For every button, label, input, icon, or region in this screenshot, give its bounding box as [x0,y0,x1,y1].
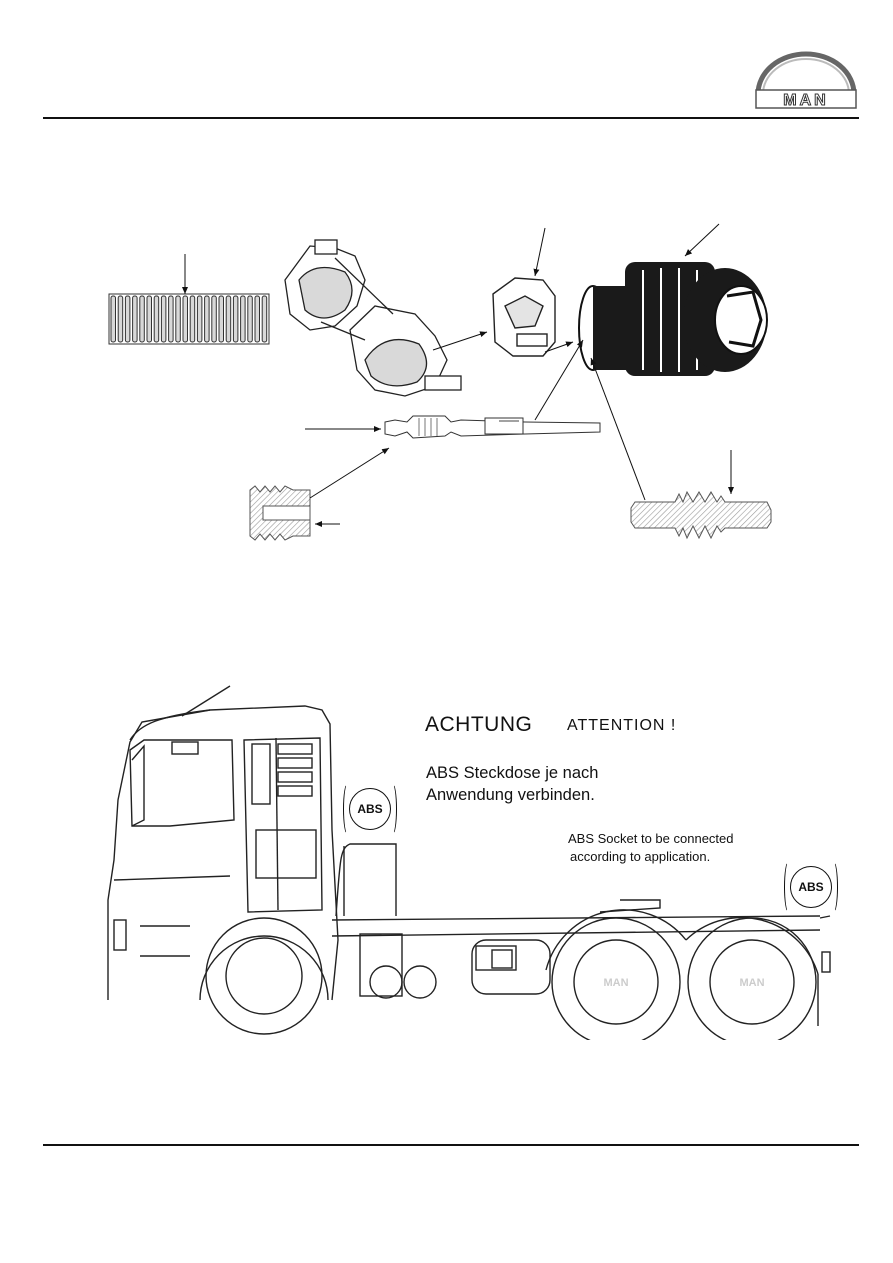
contact-pin [384,415,601,439]
blind-plug [630,490,772,540]
connector-housing [578,262,768,376]
tube-rib [211,295,217,343]
single-wire-seal [249,485,311,541]
notice-text-en-line1: ABS Socket to be connected [568,831,734,846]
tube-rib [196,295,203,343]
cable-guide [284,239,462,397]
tube-rib [117,295,124,343]
svg-text:MAN: MAN [739,977,764,989]
svg-text:MAN: MAN [603,977,628,989]
notice-heading-de: ACHTUNG [425,713,533,736]
tube-rib [254,295,260,343]
truck-cab [107,685,339,1001]
tube-rib [204,295,210,343]
rear-wheel-2: MAN [685,916,831,1040]
contact-carrier [492,277,556,357]
rear-wheel-1: MAN [545,909,687,1040]
notice-text-de-line1: ABS Steckdose je nach [426,764,599,782]
tube-rib [168,295,174,343]
tube-rib [247,295,253,343]
abs-connector-exploded-view [108,223,772,541]
tube-rib [225,295,232,343]
front-wheel [199,917,329,1035]
truck-tractor-side-view: MAN MAN [107,685,831,1040]
chassis-frame [331,843,831,999]
tube-rib [175,295,181,343]
tube-rib [139,295,145,343]
tube-rib [189,295,196,343]
footer-rule [43,1144,859,1146]
notice-text-de-line2: Anwendung verbinden. [426,786,595,804]
tube-rib [160,295,167,343]
man-logo: MAN [755,51,857,110]
header-rule [43,117,859,119]
abs-socket-badge-front: ABS [343,783,397,835]
tube-rib [182,295,188,343]
tube-rib [124,295,131,343]
corrugated-tube [108,293,270,345]
abs-badge-label: ABS [798,880,824,894]
svg-text:MAN: MAN [783,92,828,109]
tube-rib [132,295,138,343]
tube-rib [261,295,268,343]
tube-rib [218,295,224,343]
tube-rib [110,295,116,343]
notice-heading-en: ATTENTION ! [567,717,677,734]
tube-rib [146,295,152,343]
tube-rib [240,295,246,343]
tube-rib [153,295,160,343]
abs-badge-label: ABS [357,802,383,816]
notice-text-en-line2: according to application. [570,849,711,864]
abs-socket-badge-rear: ABS [784,861,838,913]
tube-rib [232,295,239,343]
